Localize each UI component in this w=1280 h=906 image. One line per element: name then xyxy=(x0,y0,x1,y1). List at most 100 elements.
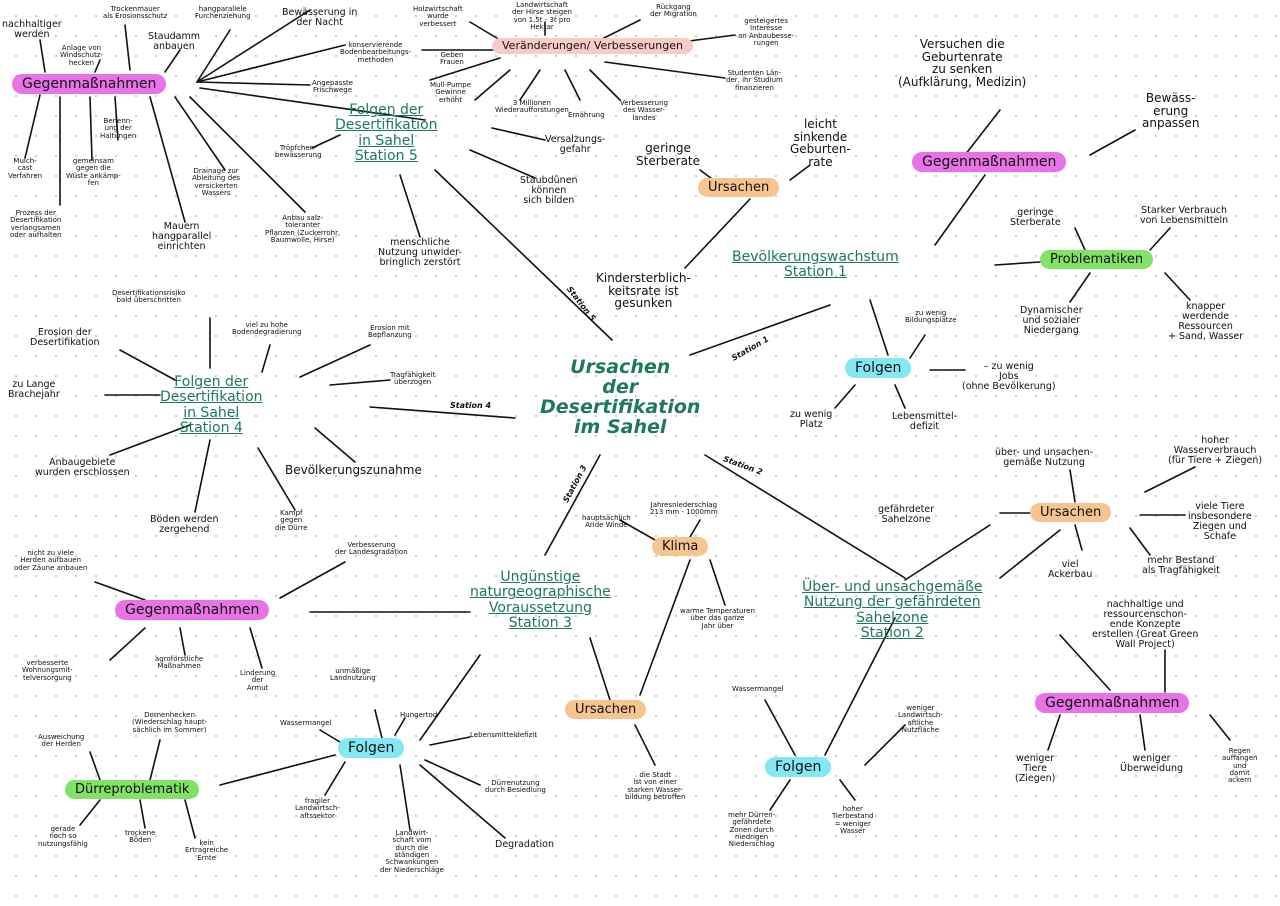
link xyxy=(109,424,191,456)
station2-cause-ackerbau: viel Ackerbau xyxy=(1048,559,1093,580)
link-center-station4 xyxy=(369,406,516,419)
link xyxy=(89,96,93,161)
station5-measure-drainage: Drainage zur Ableitung des versickerten … xyxy=(192,167,241,198)
station5-veraenderungen-node: Veränderungen/ Verbesserungen xyxy=(492,38,693,54)
station5-title: Folgen der Desertifikation in Sahel Stat… xyxy=(335,102,438,165)
link xyxy=(1144,466,1196,493)
station2-effect-duerren: mehr Dürren- gefährdete Zonen durch nied… xyxy=(728,811,776,849)
station5-change-landwirtschaft: Landwirtschaft der Hirse steigen von 1,5… xyxy=(512,1,572,32)
link xyxy=(964,109,1001,156)
station5-measure-mulch: Mulch- cast Verfahren xyxy=(8,157,43,180)
link-center-station5 xyxy=(434,169,613,341)
station3-effect-degradation: Degradation xyxy=(495,839,554,850)
station4-brachejahr: zu Lange Brachejahr xyxy=(8,379,60,400)
link xyxy=(869,299,889,356)
station5-change-mullpumpe: Mull-Pumpe Gewinne erhöht xyxy=(430,81,471,104)
link xyxy=(864,724,906,766)
link xyxy=(419,654,481,741)
station5-measure-prozess: Prozess der Desertifikation verlangsamen… xyxy=(10,209,62,240)
station3-duerreproblematik-node: Dürreproblematik xyxy=(65,780,200,799)
station4-boeden: Böden werden zergehend xyxy=(150,514,219,535)
link xyxy=(839,779,856,801)
station2-effect-tierbestand: hoher Tierbestand = weniger Wasser xyxy=(832,805,874,836)
station1-title: Bevölkerungswachstum Station 1 xyxy=(732,249,899,281)
link xyxy=(314,427,356,463)
station5-change-interesse: gesteigertes Interesse an Anbaubesse- ru… xyxy=(738,17,795,48)
link xyxy=(399,174,421,238)
station5-measure-gemeinsam: gemeinsam gegen die Wüste ankämp- fen xyxy=(66,157,121,188)
station2-cause-bestand: mehr Bestand als Tragfähigkeit xyxy=(1142,555,1220,576)
link xyxy=(824,617,896,756)
link xyxy=(1059,634,1111,691)
link xyxy=(469,21,501,41)
station5-change-ernaehrung: Ernährung xyxy=(568,111,605,119)
link xyxy=(1074,227,1086,251)
station1-effect-lebensmittel: Lebensmittel- defizit xyxy=(892,411,958,432)
station1-gegenmassnahmen-node: Gegenmaßnahmen xyxy=(912,152,1067,172)
station2-title: Über- und unsachgemäße Nutzung der gefäh… xyxy=(802,579,983,642)
station3-problem-dornenhecken: Dornenhecken (Wiederschlag haupt- sächli… xyxy=(132,711,208,734)
station2-folgen-node: Folgen xyxy=(765,757,832,777)
station4-erosion-bepflanzung: Erosion mit Bepflanzung xyxy=(368,324,412,340)
station-label-4: Station 4 xyxy=(450,401,492,410)
link xyxy=(194,439,211,513)
station3-effect-duerre: Dürrenutzung durch Besiedlung xyxy=(485,779,546,795)
link xyxy=(399,764,411,831)
link xyxy=(764,699,796,756)
station3-klima-temperatur: warme Temperaturen über das ganze Jahr ü… xyxy=(680,607,755,630)
station3-measure-armut: Linderung der Armut xyxy=(240,669,276,692)
station3-title: Ungünstige naturgeographische Voraussetz… xyxy=(470,569,611,632)
link xyxy=(634,724,656,766)
link xyxy=(1139,714,1146,751)
link xyxy=(789,164,811,181)
station1-cause-kindersterblichkeit: Kindersterblich- keitsrate ist gesunken xyxy=(596,271,691,311)
station4-bevoelkerungszunahme: Bevölkerungszunahme xyxy=(285,463,422,477)
station3-measure-verbesserung: Verbesserung der Landesgradation xyxy=(335,541,408,557)
link xyxy=(219,754,336,786)
station2-measure-tiere: weniger Tiere (Ziegen) xyxy=(1015,753,1056,784)
link xyxy=(689,519,701,538)
link xyxy=(419,764,506,839)
link xyxy=(1069,272,1091,303)
station3-cause-stadt: die Stadt ist von einer starken Wasser- … xyxy=(625,771,686,802)
link xyxy=(374,709,383,739)
station1-cause-sterberate: geringe Sterberate xyxy=(636,141,701,168)
station2-effect-landwirtschaft: weniger Landwirtsch- aftliche Nutzfläche xyxy=(898,704,943,735)
station2-cause-wasserverbrauch: hoher Wasserverbrauch (für Tiere + Ziege… xyxy=(1168,435,1263,466)
station5-staubduenen: Staubdünen können sich bilden xyxy=(520,175,578,206)
link xyxy=(79,799,101,826)
station3-effect-lebensmittel: Lebensmitteldefizit xyxy=(470,731,537,739)
station3-problem-ertrag: kein Ertragreiche Ernte xyxy=(185,839,229,862)
station5-measure-hangparallel: hangparallele Furchenziehung xyxy=(195,5,251,21)
link xyxy=(196,9,311,83)
station1-cause-geburtenrate: leicht sinkende Geburten- rate xyxy=(790,117,851,169)
station3-klima-winde: hauptsächlich Aride Winde xyxy=(582,514,631,530)
link xyxy=(174,96,226,171)
station5-measure-trockenmauer: Trockenmauer als Erosionsschutz xyxy=(103,5,168,21)
link xyxy=(109,627,146,661)
station5-measure-bewaesserung: Bewässerung in der Nacht xyxy=(282,7,358,28)
station4-kampf: Kampf gegen die Dürre xyxy=(275,509,308,532)
station3-measure-wohnung: verbesserte Wohnungsmit- telversorgung xyxy=(22,659,73,682)
station5-measure-tropfen: Tröpfchen- bewässerung xyxy=(275,144,322,160)
station5-measure-mauern: Mauern hangparallel einrichten xyxy=(152,221,212,252)
link xyxy=(769,779,791,811)
link xyxy=(909,334,926,359)
link xyxy=(491,127,546,141)
station5-versalzung: Versalzungs- gefahr xyxy=(545,134,606,155)
link xyxy=(934,174,986,246)
link-center-station1 xyxy=(689,304,831,356)
link xyxy=(429,736,471,746)
link xyxy=(196,44,346,83)
station1-effect-platz: zu wenig Platz xyxy=(790,409,833,430)
station3-effect-hungertod: Hungertod xyxy=(400,711,438,719)
link xyxy=(94,581,146,601)
station3-measure-herden: nicht zu viele Herden aufbauen oder Zäun… xyxy=(14,549,88,572)
station2-measure-nachhaltig: nachhaltige und ressourcenschon- ende Ko… xyxy=(1092,599,1199,650)
station5-change-rueckgang: Rückgang der Migration xyxy=(650,3,697,19)
link xyxy=(469,149,536,179)
link xyxy=(474,69,511,101)
link xyxy=(189,96,306,213)
link xyxy=(249,627,263,669)
station1-problematiken-node: Problematiken xyxy=(1040,250,1154,269)
